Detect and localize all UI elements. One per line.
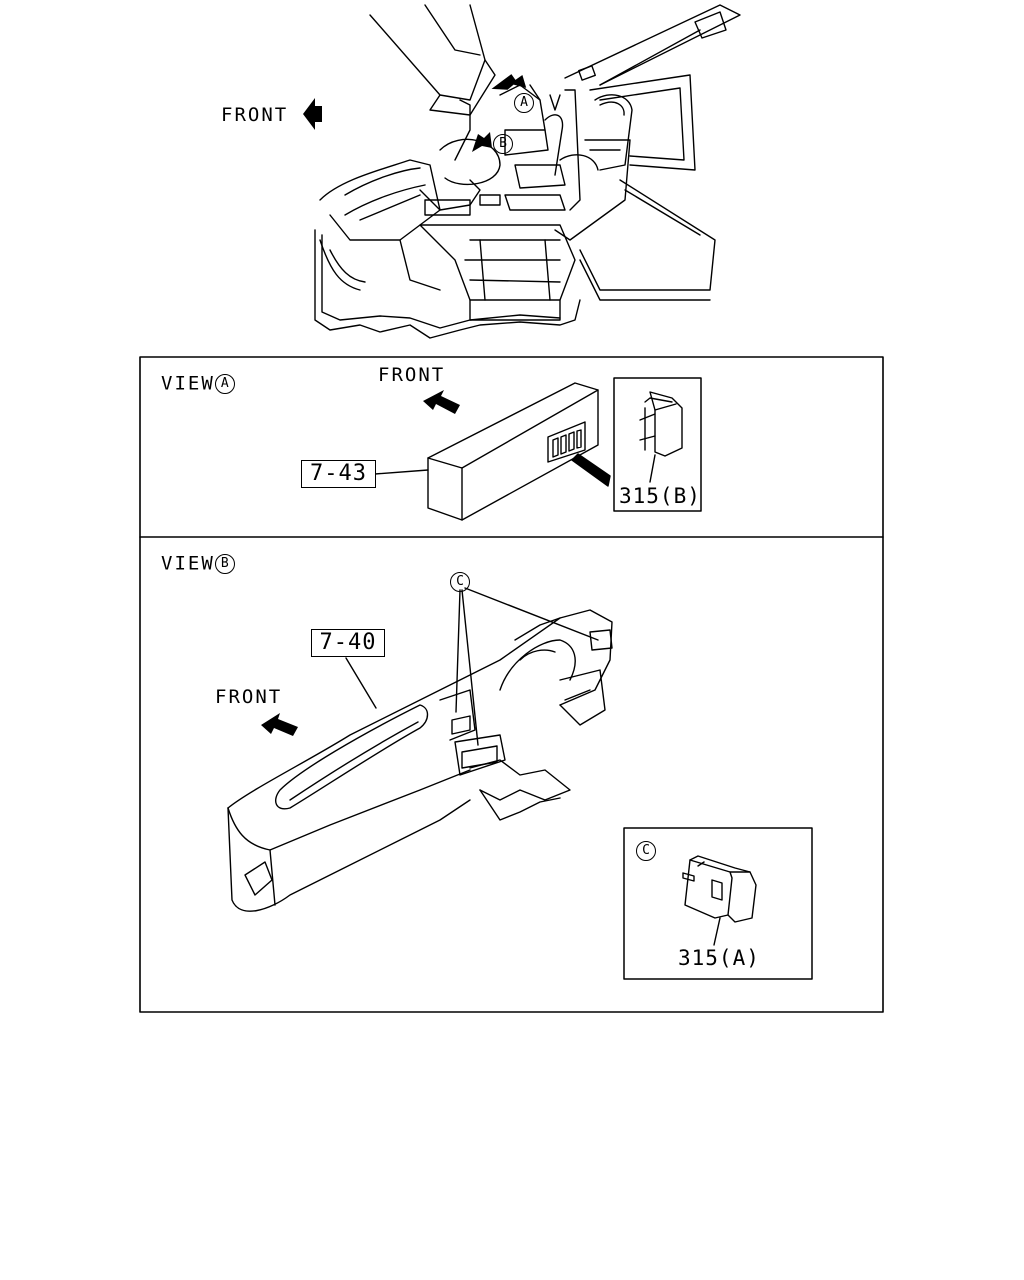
detail-box-c bbox=[623, 827, 813, 980]
callout-c-icon: C bbox=[450, 572, 470, 592]
part-7-43-box: 7-43 bbox=[301, 460, 376, 488]
front-arrow-icon-top bbox=[303, 98, 322, 130]
dashboard-illustration bbox=[227, 609, 613, 912]
pointer-arrow-a bbox=[491, 74, 527, 90]
cab-interior-illustration bbox=[314, 4, 741, 339]
leader-7-43 bbox=[374, 469, 429, 475]
leader-c-1 bbox=[455, 589, 461, 713]
leader-315b bbox=[649, 454, 656, 483]
front-label-view-b: FRONT bbox=[215, 686, 283, 708]
leader-7-40 bbox=[345, 657, 377, 709]
switch-315b-illustration bbox=[639, 391, 683, 457]
detail-c-circle-icon: C bbox=[636, 841, 656, 861]
front-arrow-icon-view-b bbox=[261, 713, 298, 736]
front-arrow-icon-view-a bbox=[423, 390, 460, 414]
callout-a-icon: A bbox=[514, 93, 534, 113]
part-315a-label: 315(A) bbox=[678, 946, 760, 970]
front-label-view-a: FRONT bbox=[378, 364, 446, 386]
switch-315a-illustration bbox=[682, 855, 757, 923]
views-frame bbox=[139, 356, 884, 1013]
detail-box-315b bbox=[613, 377, 702, 512]
view-b-word: VIEW bbox=[161, 552, 215, 575]
view-a-word: VIEW bbox=[161, 372, 215, 395]
leader-315a bbox=[713, 917, 721, 946]
callout-b-icon: B bbox=[493, 134, 513, 154]
view-a-circle-icon: A bbox=[214, 374, 235, 394]
leader-c-2 bbox=[461, 589, 479, 746]
connector-pointer bbox=[571, 453, 611, 487]
overhead-console-illustration bbox=[427, 382, 599, 521]
view-b-circle-icon: B bbox=[214, 554, 235, 574]
leader-c-3 bbox=[464, 587, 599, 641]
pointer-arrow-b bbox=[472, 132, 492, 152]
front-label-top: FRONT bbox=[221, 104, 289, 126]
part-7-40-box: 7-40 bbox=[311, 629, 385, 657]
part-315b-label: 315(B) bbox=[619, 484, 701, 508]
